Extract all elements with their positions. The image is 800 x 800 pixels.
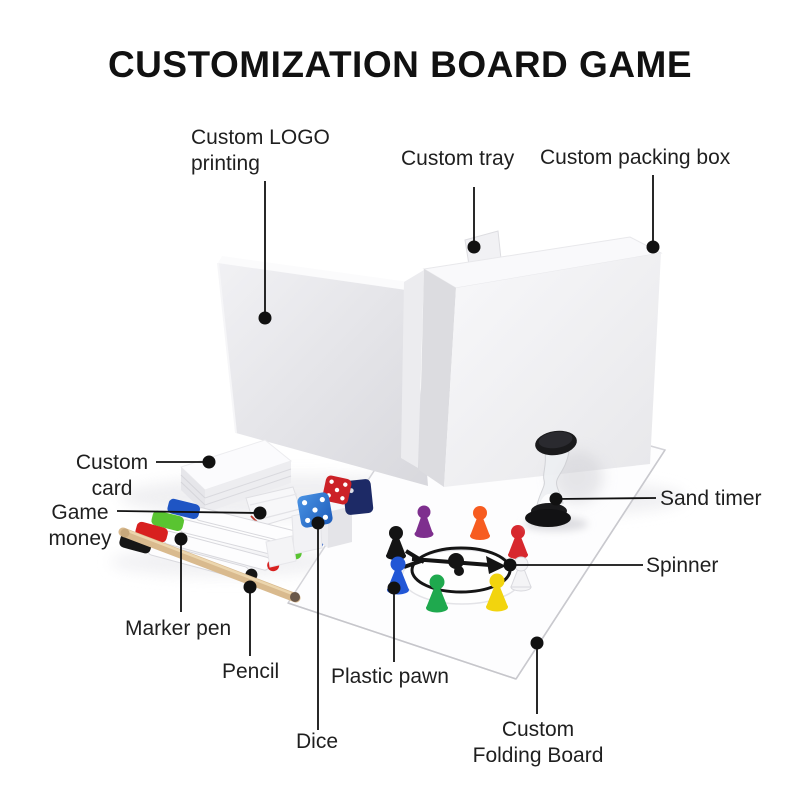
page-title: CUSTOMIZATION BOARD GAME [107,44,693,85]
label-custom-folding-board: Custom Folding Board [472,718,604,767]
pawn-white [510,556,532,592]
label-custom-card: Custom card [75,451,149,500]
pawn-green [426,574,448,613]
spinner-arrow [403,549,506,576]
label-sand-timer: Sand timer [660,487,762,510]
spinner [401,546,523,605]
label-game-money: Game money [48,501,112,550]
pencil [118,527,301,603]
label-marker-pen: Marker pen [125,617,232,640]
card-stack [180,439,293,513]
label-pencil: Pencil [222,660,280,683]
label-dice: Dice [296,730,339,753]
label-custom-packing-box: Custom packing box [540,146,731,169]
label-custom-tray: Custom tray [401,147,515,170]
pawn-purple [414,505,434,538]
label-plastic-pawn: Plastic pawn [331,665,449,688]
leader-lines [116,175,657,730]
label-spinner: Spinner [646,554,719,577]
dice [297,475,374,528]
packing-box [419,236,663,487]
pawn-yellow [486,573,508,612]
pawn-orange [470,506,490,540]
plastic-pawns [386,505,532,613]
callout-dots [174,240,660,650]
sand-timer [524,430,603,531]
label-custom-logo-printing: Custom LOGO printing [191,126,330,175]
